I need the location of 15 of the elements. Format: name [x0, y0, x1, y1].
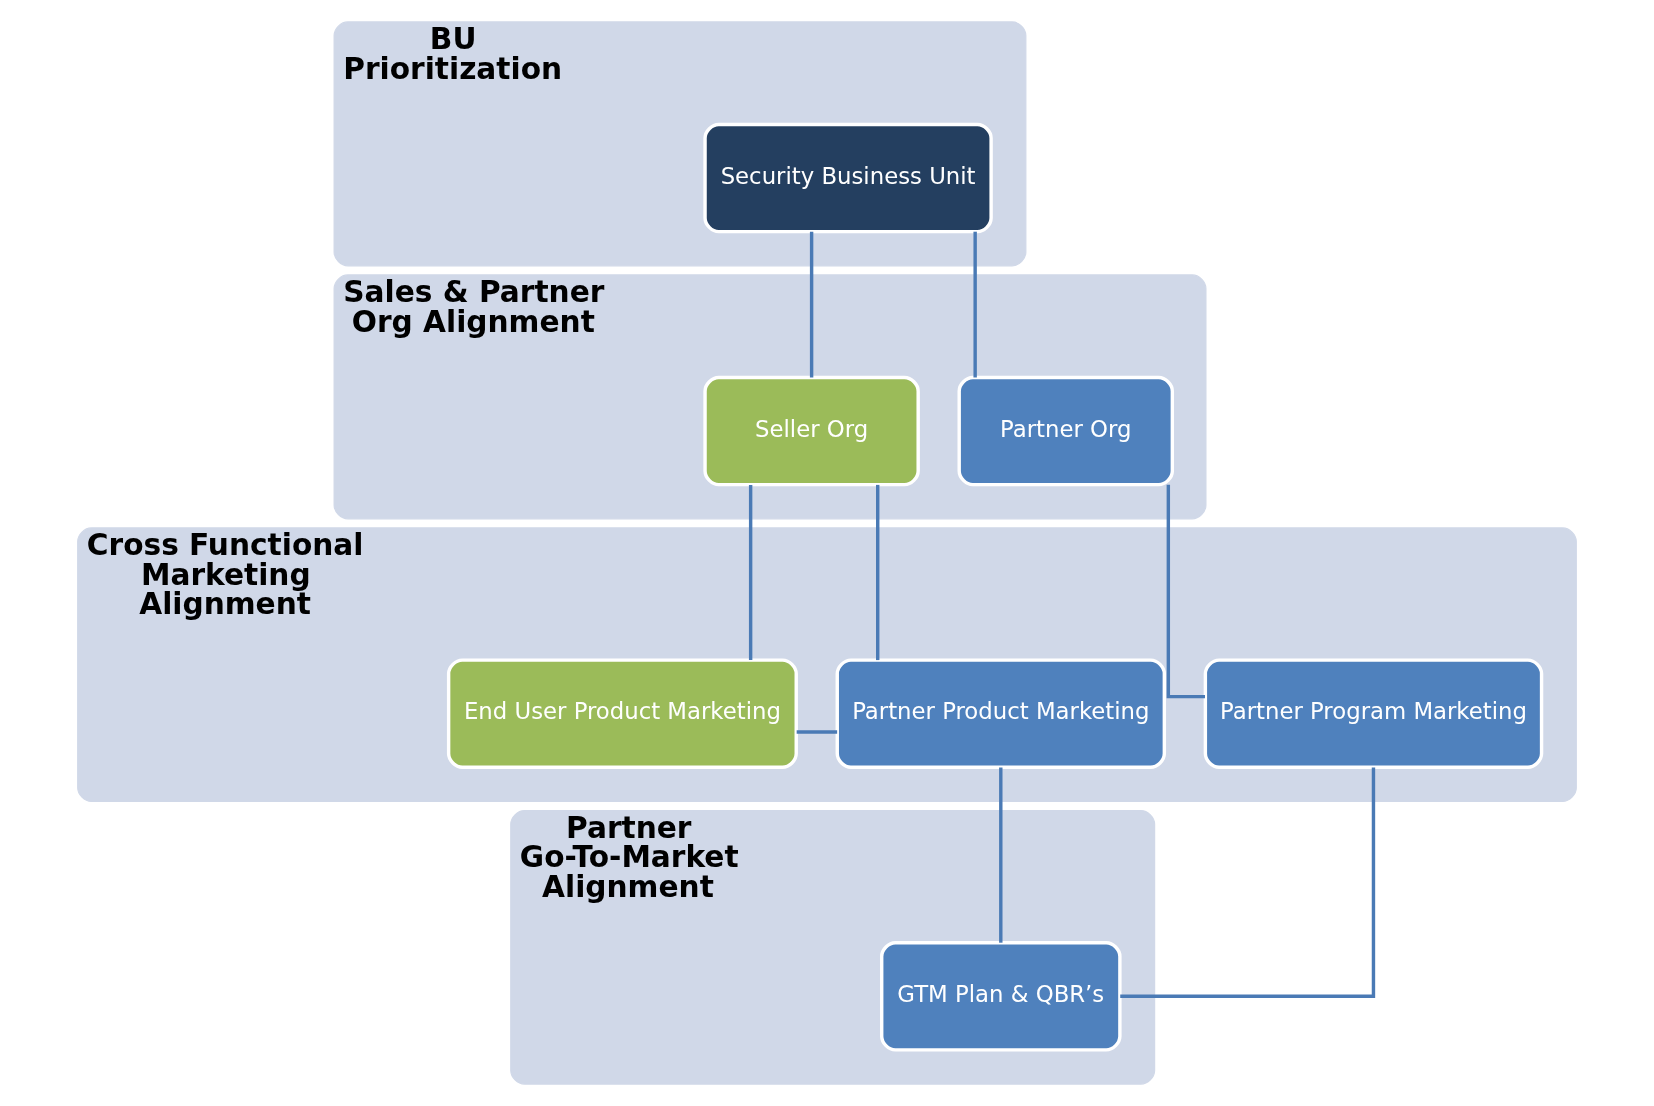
node-box: End User Product Marketing: [446, 658, 798, 769]
connector: [796, 730, 838, 734]
node-box: Partner Product Marketing: [835, 658, 1167, 769]
node-box: Partner Org: [957, 375, 1175, 487]
connector: [809, 231, 814, 378]
node-box: Security Business Unit: [703, 122, 993, 234]
connector: [973, 231, 977, 378]
node-box: Seller Org: [703, 375, 920, 487]
connector: [748, 484, 753, 661]
connector: [1120, 767, 1376, 999]
connector: [1166, 484, 1205, 699]
node-box: Partner Program Marketing: [1203, 658, 1544, 769]
connector: [999, 767, 1003, 943]
connector: [876, 484, 880, 661]
node-box: GTM Plan & QBR’s: [880, 941, 1122, 1052]
